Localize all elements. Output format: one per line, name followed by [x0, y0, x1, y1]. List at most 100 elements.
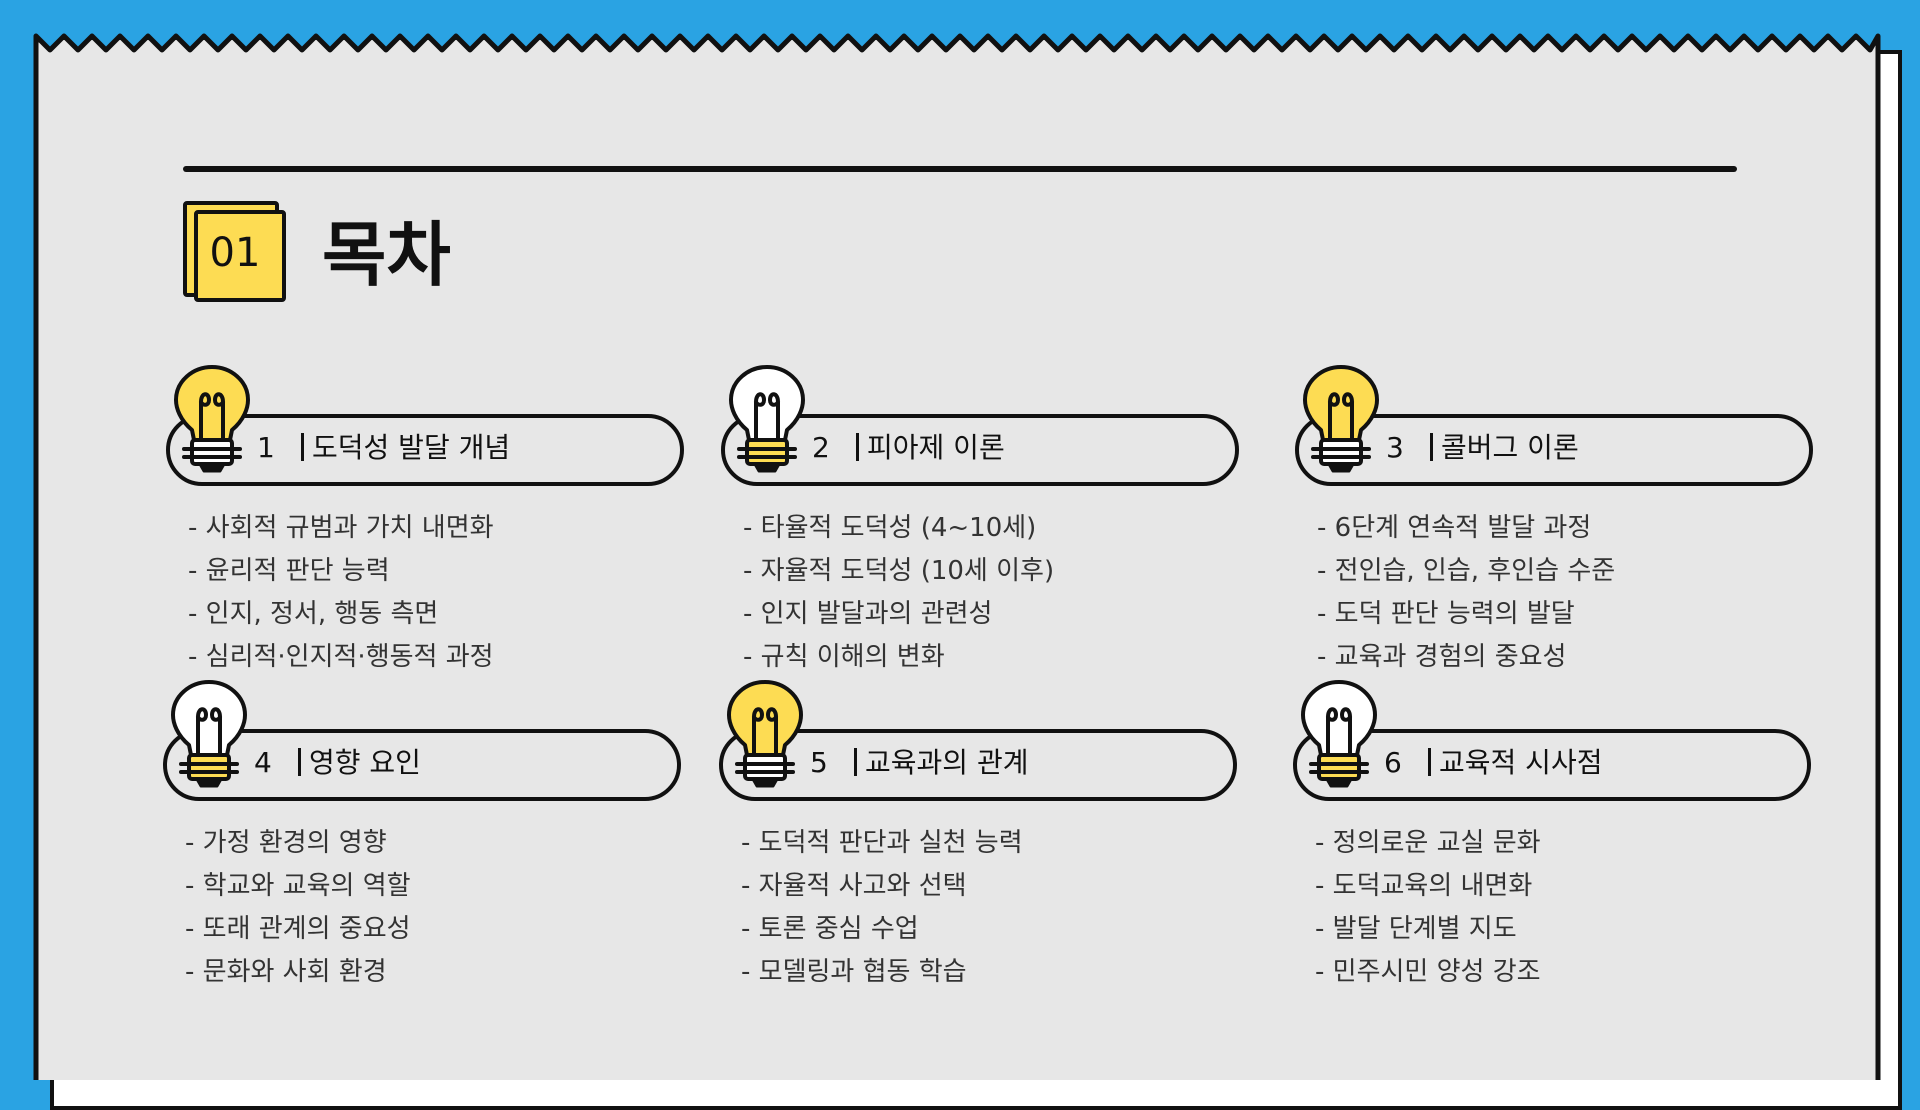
paper-outline: [33, 33, 1881, 1080]
bulb-tip: [195, 778, 223, 788]
toc-number: 1: [257, 431, 275, 464]
list-item: - 타율적 도덕성 (4~10세): [743, 513, 1037, 543]
list-item: - 전인습, 인습, 후인습 수준: [1317, 556, 1616, 586]
list-item: - 6단계 연속적 발달 과정: [1317, 513, 1592, 543]
page-title: 목차: [322, 213, 451, 296]
toc-heading: 3 콜버그 이론: [1386, 428, 1579, 468]
bulb-base: [1317, 753, 1361, 781]
list-item: - 심리적·인지적·행동적 과정: [188, 642, 494, 672]
toc-item-list: - 정의로운 교실 문화 - 도덕교육의 내면화 - 발달 단계별 지도 - 민…: [1315, 822, 1541, 994]
list-item: - 교육과 경험의 중요성: [1317, 642, 1567, 672]
bulb-tip: [1325, 778, 1353, 788]
lightbulb-icon: [171, 680, 247, 788]
toc-item-list: - 가정 환경의 영향 - 학교와 교육의 역할 - 또래 관계의 중요성 - …: [185, 822, 411, 994]
divider-bar: [298, 748, 301, 776]
lightbulb-icon: [1301, 680, 1377, 788]
toc-title: 피아제 이론: [867, 431, 1005, 464]
toc-number: 3: [1386, 431, 1404, 464]
lightbulb-icon: [727, 680, 803, 788]
divider-bar: [854, 748, 857, 776]
toc-heading-pill: [721, 414, 1239, 486]
list-item: - 문화와 사회 환경: [185, 957, 387, 987]
header-rule: [183, 166, 1737, 172]
toc-heading: 2 피아제 이론: [812, 428, 1005, 468]
list-item: - 또래 관계의 중요성: [185, 914, 411, 944]
list-item: - 토론 중심 수업: [741, 914, 919, 944]
toc-heading-pill: [1295, 414, 1813, 486]
list-item: - 모델링과 협동 학습: [741, 957, 967, 987]
section-badge-number: 01: [209, 230, 261, 276]
toc-title: 교육과의 관계: [865, 746, 1029, 779]
list-item: - 윤리적 판단 능력: [188, 556, 390, 586]
toc-number: 2: [812, 431, 830, 464]
list-item: - 정의로운 교실 문화: [1315, 828, 1541, 858]
list-item: - 학교와 교육의 역할: [185, 871, 411, 901]
divider-bar: [301, 433, 304, 461]
bulb-tip: [751, 778, 779, 788]
toc-heading: 4 영향 요인: [254, 743, 421, 783]
toc-card-3: 3 콜버그 이론 - 6단계 연속적 발달 과정 - 전인습, 인습, 후인습 수…: [1295, 364, 1835, 672]
bulb-glass: [1303, 365, 1379, 442]
toc-heading-pill: [163, 729, 681, 801]
bulb-filament: [196, 707, 222, 756]
list-item: - 도덕교육의 내면화: [1315, 871, 1533, 901]
bulb-base: [190, 438, 234, 466]
lightbulb-icon: [174, 365, 250, 473]
bulb-filament: [1328, 392, 1354, 441]
bulb-glass: [174, 365, 250, 442]
bulb-tip: [1327, 463, 1355, 473]
toc-card-4: 4 영향 요인 - 가정 환경의 영향 - 학교와 교육의 역할 - 또래 관계의…: [163, 679, 703, 987]
list-item: - 자율적 사고와 선택: [741, 871, 967, 901]
paper-sheet: 01 목차 1 도덕성 발달 개념 - 사회적 규범과 가치 내면화 - 윤리적 …: [33, 33, 1881, 1080]
list-item: - 도덕 판단 능력의 발달: [1317, 599, 1575, 629]
bulb-glass: [1301, 680, 1377, 757]
divider-bar: [1430, 433, 1433, 461]
lightbulb-icon: [729, 365, 805, 473]
toc-title: 콜버그 이론: [1441, 431, 1579, 464]
bulb-glass: [729, 365, 805, 442]
toc-heading-pill: [166, 414, 684, 486]
toc-heading-pill: [1293, 729, 1811, 801]
divider-bar: [856, 433, 859, 461]
list-item: - 사회적 규범과 가치 내면화: [188, 513, 494, 543]
bulb-base: [187, 753, 231, 781]
toc-heading: 6 교육적 시사점: [1384, 743, 1602, 783]
bulb-filament: [1326, 707, 1352, 756]
toc-title: 영향 요인: [309, 746, 421, 779]
toc-number: 6: [1384, 746, 1402, 779]
toc-card-6: 6 교육적 시사점 - 정의로운 교실 문화 - 도덕교육의 내면화 - 발달 단…: [1293, 679, 1833, 987]
list-item: - 도덕적 판단과 실천 능력: [741, 828, 1023, 858]
bulb-tip: [198, 463, 226, 473]
toc-title: 교육적 시사점: [1439, 746, 1603, 779]
bulb-glass: [727, 680, 803, 757]
divider-bar: [1428, 748, 1431, 776]
lightbulb-icon: [1303, 365, 1379, 473]
bulb-base: [745, 438, 789, 466]
toc-heading-pill: [719, 729, 1237, 801]
bulb-filament: [752, 707, 778, 756]
list-item: - 민주시민 양성 강조: [1315, 957, 1541, 987]
list-item: - 발달 단계별 지도: [1315, 914, 1517, 944]
list-item: - 규칙 이해의 변화: [743, 642, 945, 672]
list-item: - 가정 환경의 영향: [185, 828, 387, 858]
bulb-base: [1319, 438, 1363, 466]
toc-title: 도덕성 발달 개념: [312, 431, 511, 464]
toc-heading: 1 도덕성 발달 개념: [257, 428, 510, 468]
toc-item-list: - 타율적 도덕성 (4~10세) - 자율적 도덕성 (10세 이후) - 인…: [743, 507, 1054, 679]
toc-item-list: - 도덕적 판단과 실천 능력 - 자율적 사고와 선택 - 토론 중심 수업 …: [741, 822, 1023, 994]
list-item: - 인지, 정서, 행동 측면: [188, 599, 439, 629]
bulb-glass: [171, 680, 247, 757]
list-item: - 인지 발달과의 관련성: [743, 599, 993, 629]
toc-number: 4: [254, 746, 272, 779]
section-badge: 01: [194, 210, 286, 302]
bulb-base: [743, 753, 787, 781]
toc-item-list: - 6단계 연속적 발달 과정 - 전인습, 인습, 후인습 수준 - 도덕 판…: [1317, 507, 1615, 679]
toc-item-list: - 사회적 규범과 가치 내면화 - 윤리적 판단 능력 - 인지, 정서, 행…: [188, 507, 494, 679]
bulb-filament: [199, 392, 225, 441]
torn-paper-edge: [33, 33, 1881, 1080]
bulb-filament: [754, 392, 780, 441]
